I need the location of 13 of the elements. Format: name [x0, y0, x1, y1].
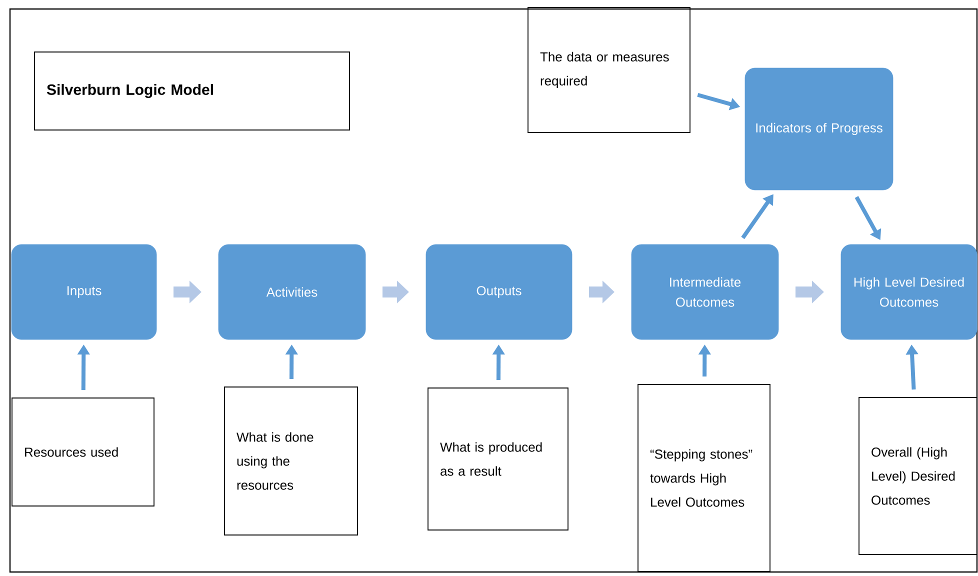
- note-box: What is produced as a result: [428, 388, 568, 530]
- note-box: The data or measures required: [528, 7, 690, 133]
- note-box: Overall (High Level) Desired Outcomes: [858, 397, 978, 555]
- note-box: “Stepping stones” towards High Level Outcomes: [638, 384, 770, 572]
- process-box: Inputs: [11, 244, 157, 340]
- note-box: What is done using the resources: [224, 386, 358, 536]
- note-box: Resources used: [12, 398, 154, 506]
- process-box: Intermediate Outcomes: [631, 244, 779, 340]
- title-box: Silverburn Logic Model: [34, 52, 350, 130]
- process-box: Outputs: [426, 244, 572, 340]
- process-box: Activities: [218, 244, 366, 340]
- process-box: High Level Desired Outcomes: [840, 244, 978, 340]
- process-box: Indicators of Progress: [744, 68, 894, 190]
